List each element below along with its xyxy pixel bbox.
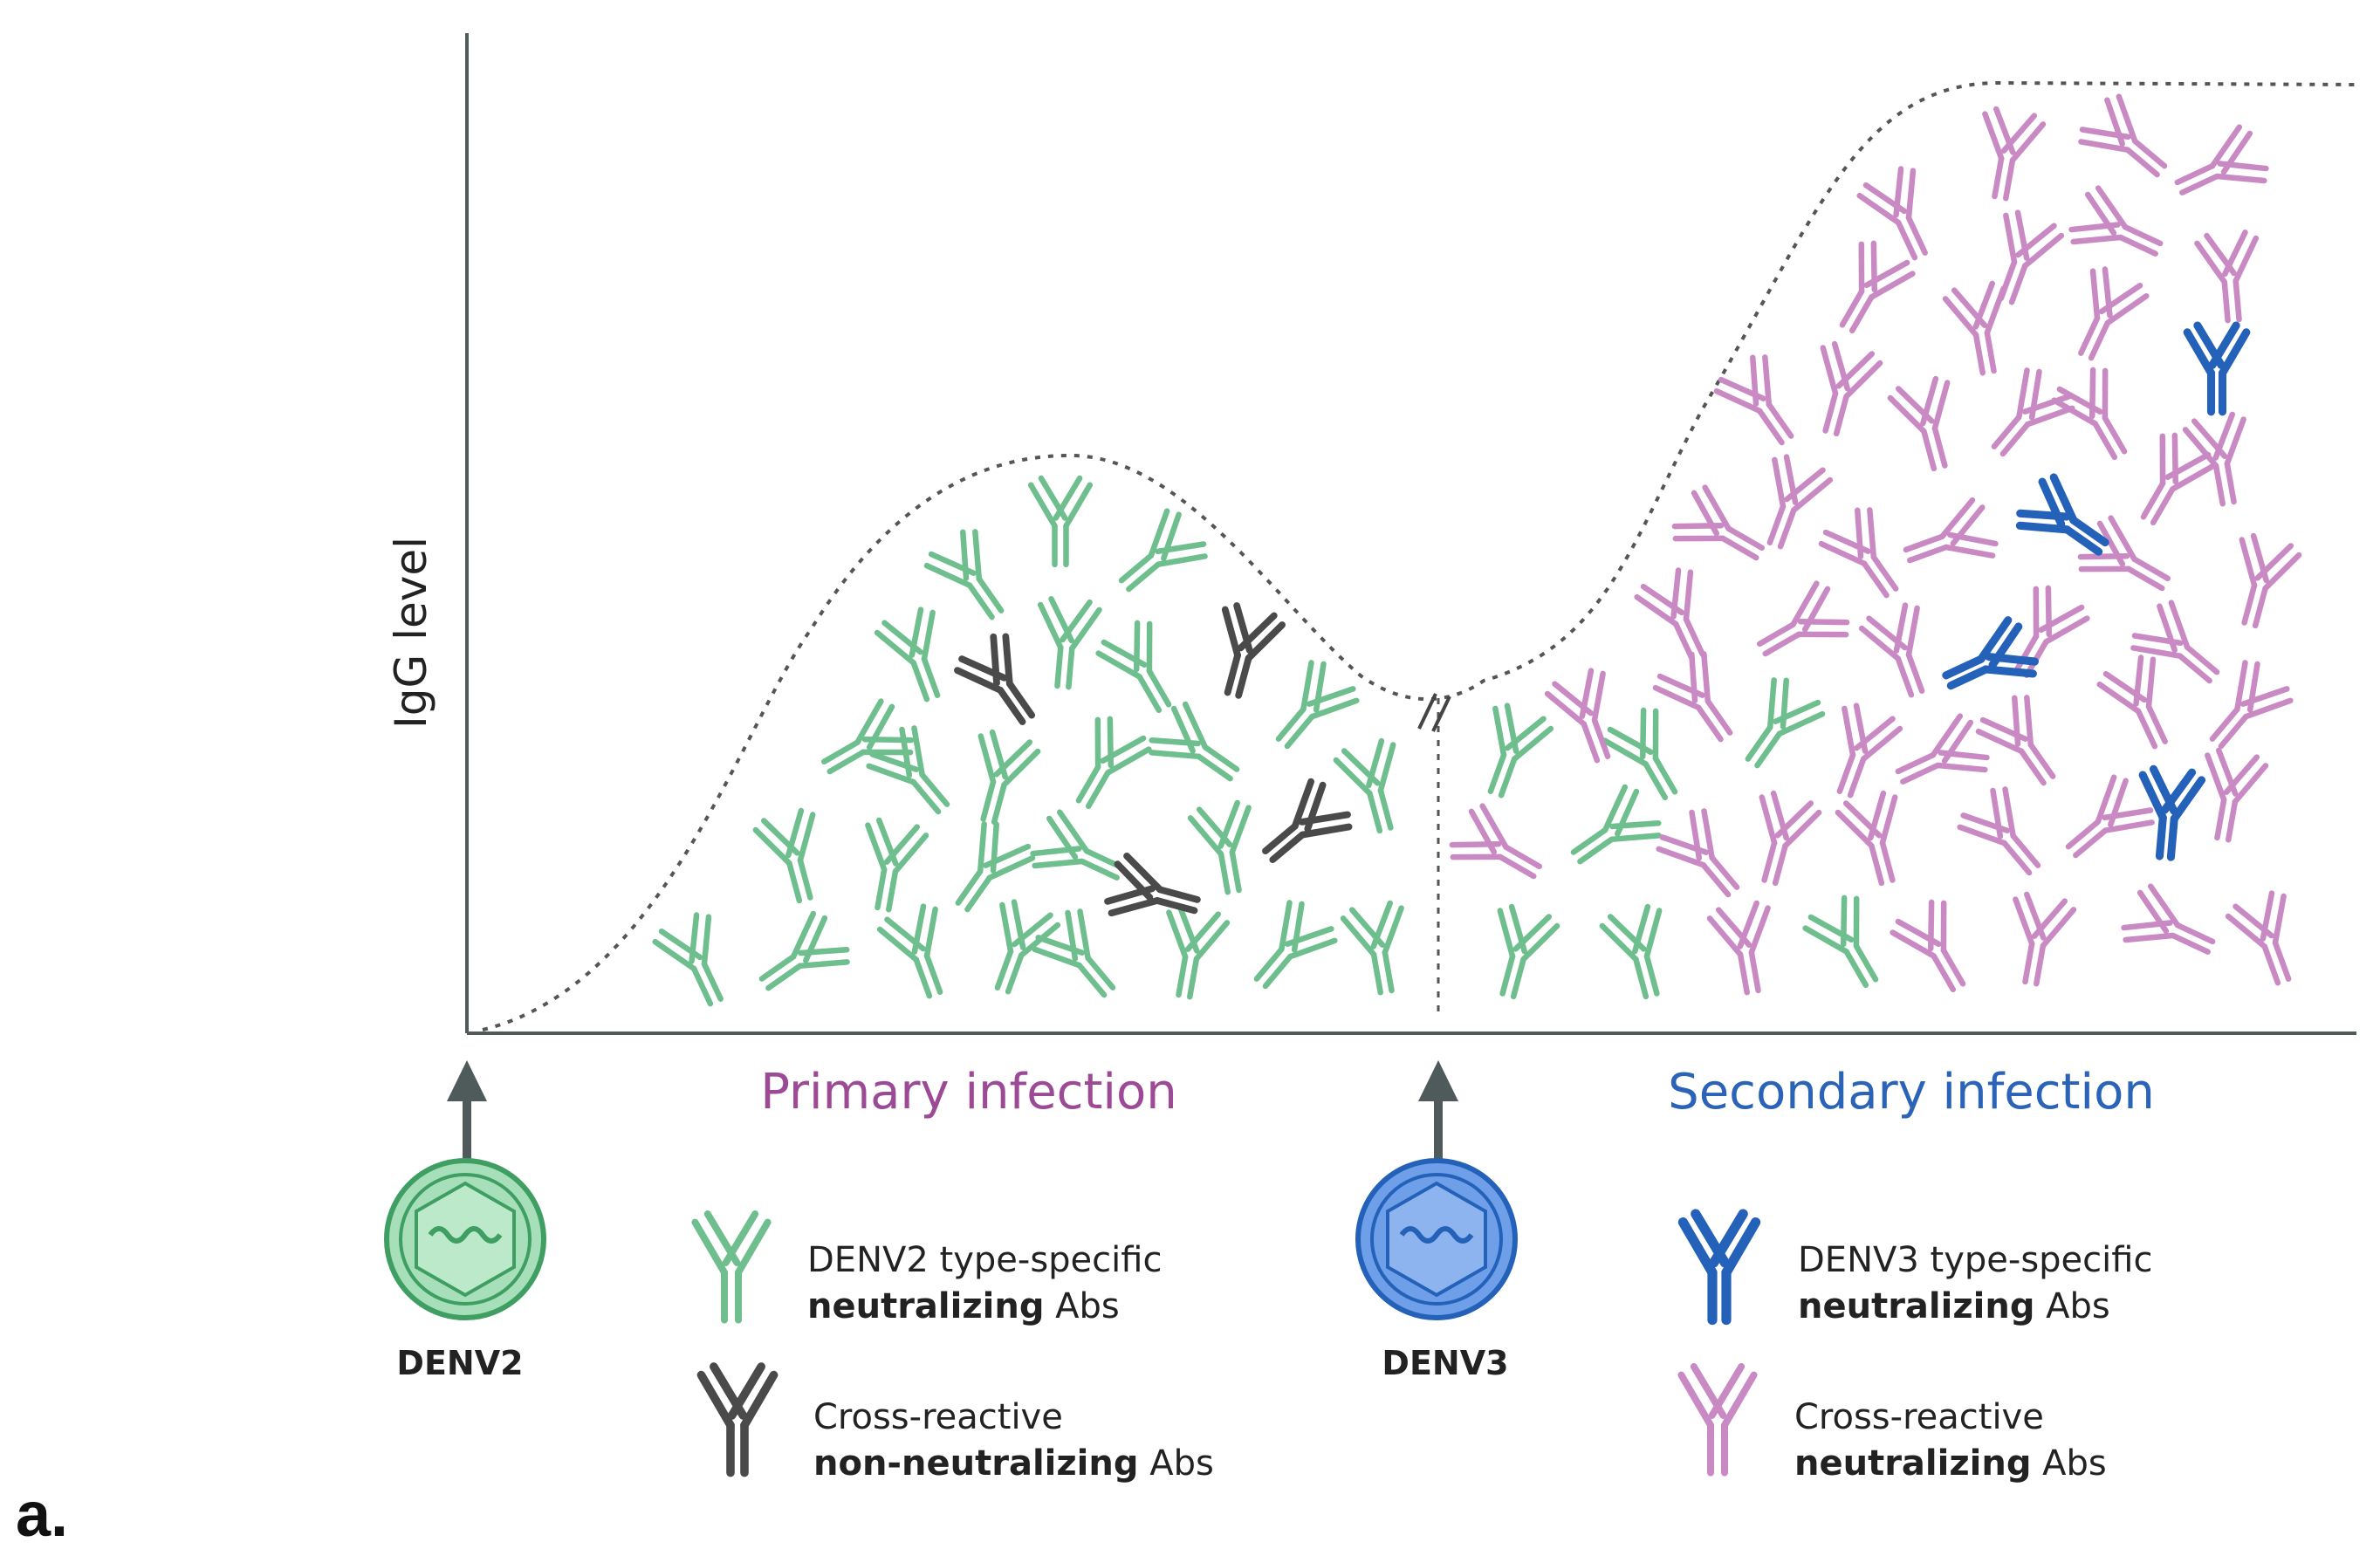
- arrow-up-icon: [447, 1060, 487, 1161]
- legend-antibody-icon-green: [695, 1214, 767, 1320]
- secondary-antibodies: [1447, 93, 2311, 1003]
- legend-antibody-icon-dark: [701, 1367, 773, 1473]
- virus-label-denv2: DENV2: [396, 1344, 523, 1382]
- svg-text:neutralizing Abs: neutralizing Abs: [807, 1286, 1120, 1326]
- svg-text:non-neutralizing Abs: non-neutralizing Abs: [813, 1443, 1214, 1484]
- svg-text:Cross-reactive: Cross-reactive: [1794, 1397, 2044, 1437]
- svg-text:neutralizing Abs: neutralizing Abs: [1798, 1286, 2110, 1326]
- axis-break-icon: [1417, 693, 1451, 732]
- secondary-infection-label: Secondary infection: [1668, 1064, 2155, 1121]
- svg-text:neutralizing Abs: neutralizing Abs: [1794, 1443, 2107, 1484]
- virus-icon: [384, 1158, 546, 1320]
- legend-denv3-specific: DENV3 type-specific neutralizing Abs: [1798, 1240, 2152, 1326]
- legend-denv2-specific: DENV2 type-specific neutralizing Abs: [807, 1240, 1162, 1326]
- primary-infection-label: Primary infection: [760, 1064, 1176, 1121]
- svg-text:DENV3 type-specific: DENV3 type-specific: [1798, 1240, 2152, 1280]
- virus-label-denv3: DENV3: [1382, 1344, 1508, 1382]
- virus-icon: [1355, 1158, 1518, 1320]
- primary-antibodies: [652, 478, 1415, 1014]
- legend-cross-non-neutralizing: Cross-reactive non-neutralizing Abs: [813, 1397, 1214, 1484]
- arrow-up-icon: [1418, 1060, 1458, 1161]
- panel-label: a.: [16, 1480, 68, 1549]
- igg-curve: [482, 80, 2357, 1032]
- legend-antibody-icon-pink: [1681, 1367, 1753, 1473]
- svg-text:Cross-reactive: Cross-reactive: [813, 1397, 1063, 1437]
- y-axis-label: IgG level: [386, 537, 436, 729]
- legend-cross-neutralizing: Cross-reactive neutralizing Abs: [1794, 1397, 2107, 1484]
- legend-antibody-icon-blue: [1683, 1214, 1755, 1320]
- svg-text:DENV2 type-specific: DENV2 type-specific: [807, 1240, 1162, 1280]
